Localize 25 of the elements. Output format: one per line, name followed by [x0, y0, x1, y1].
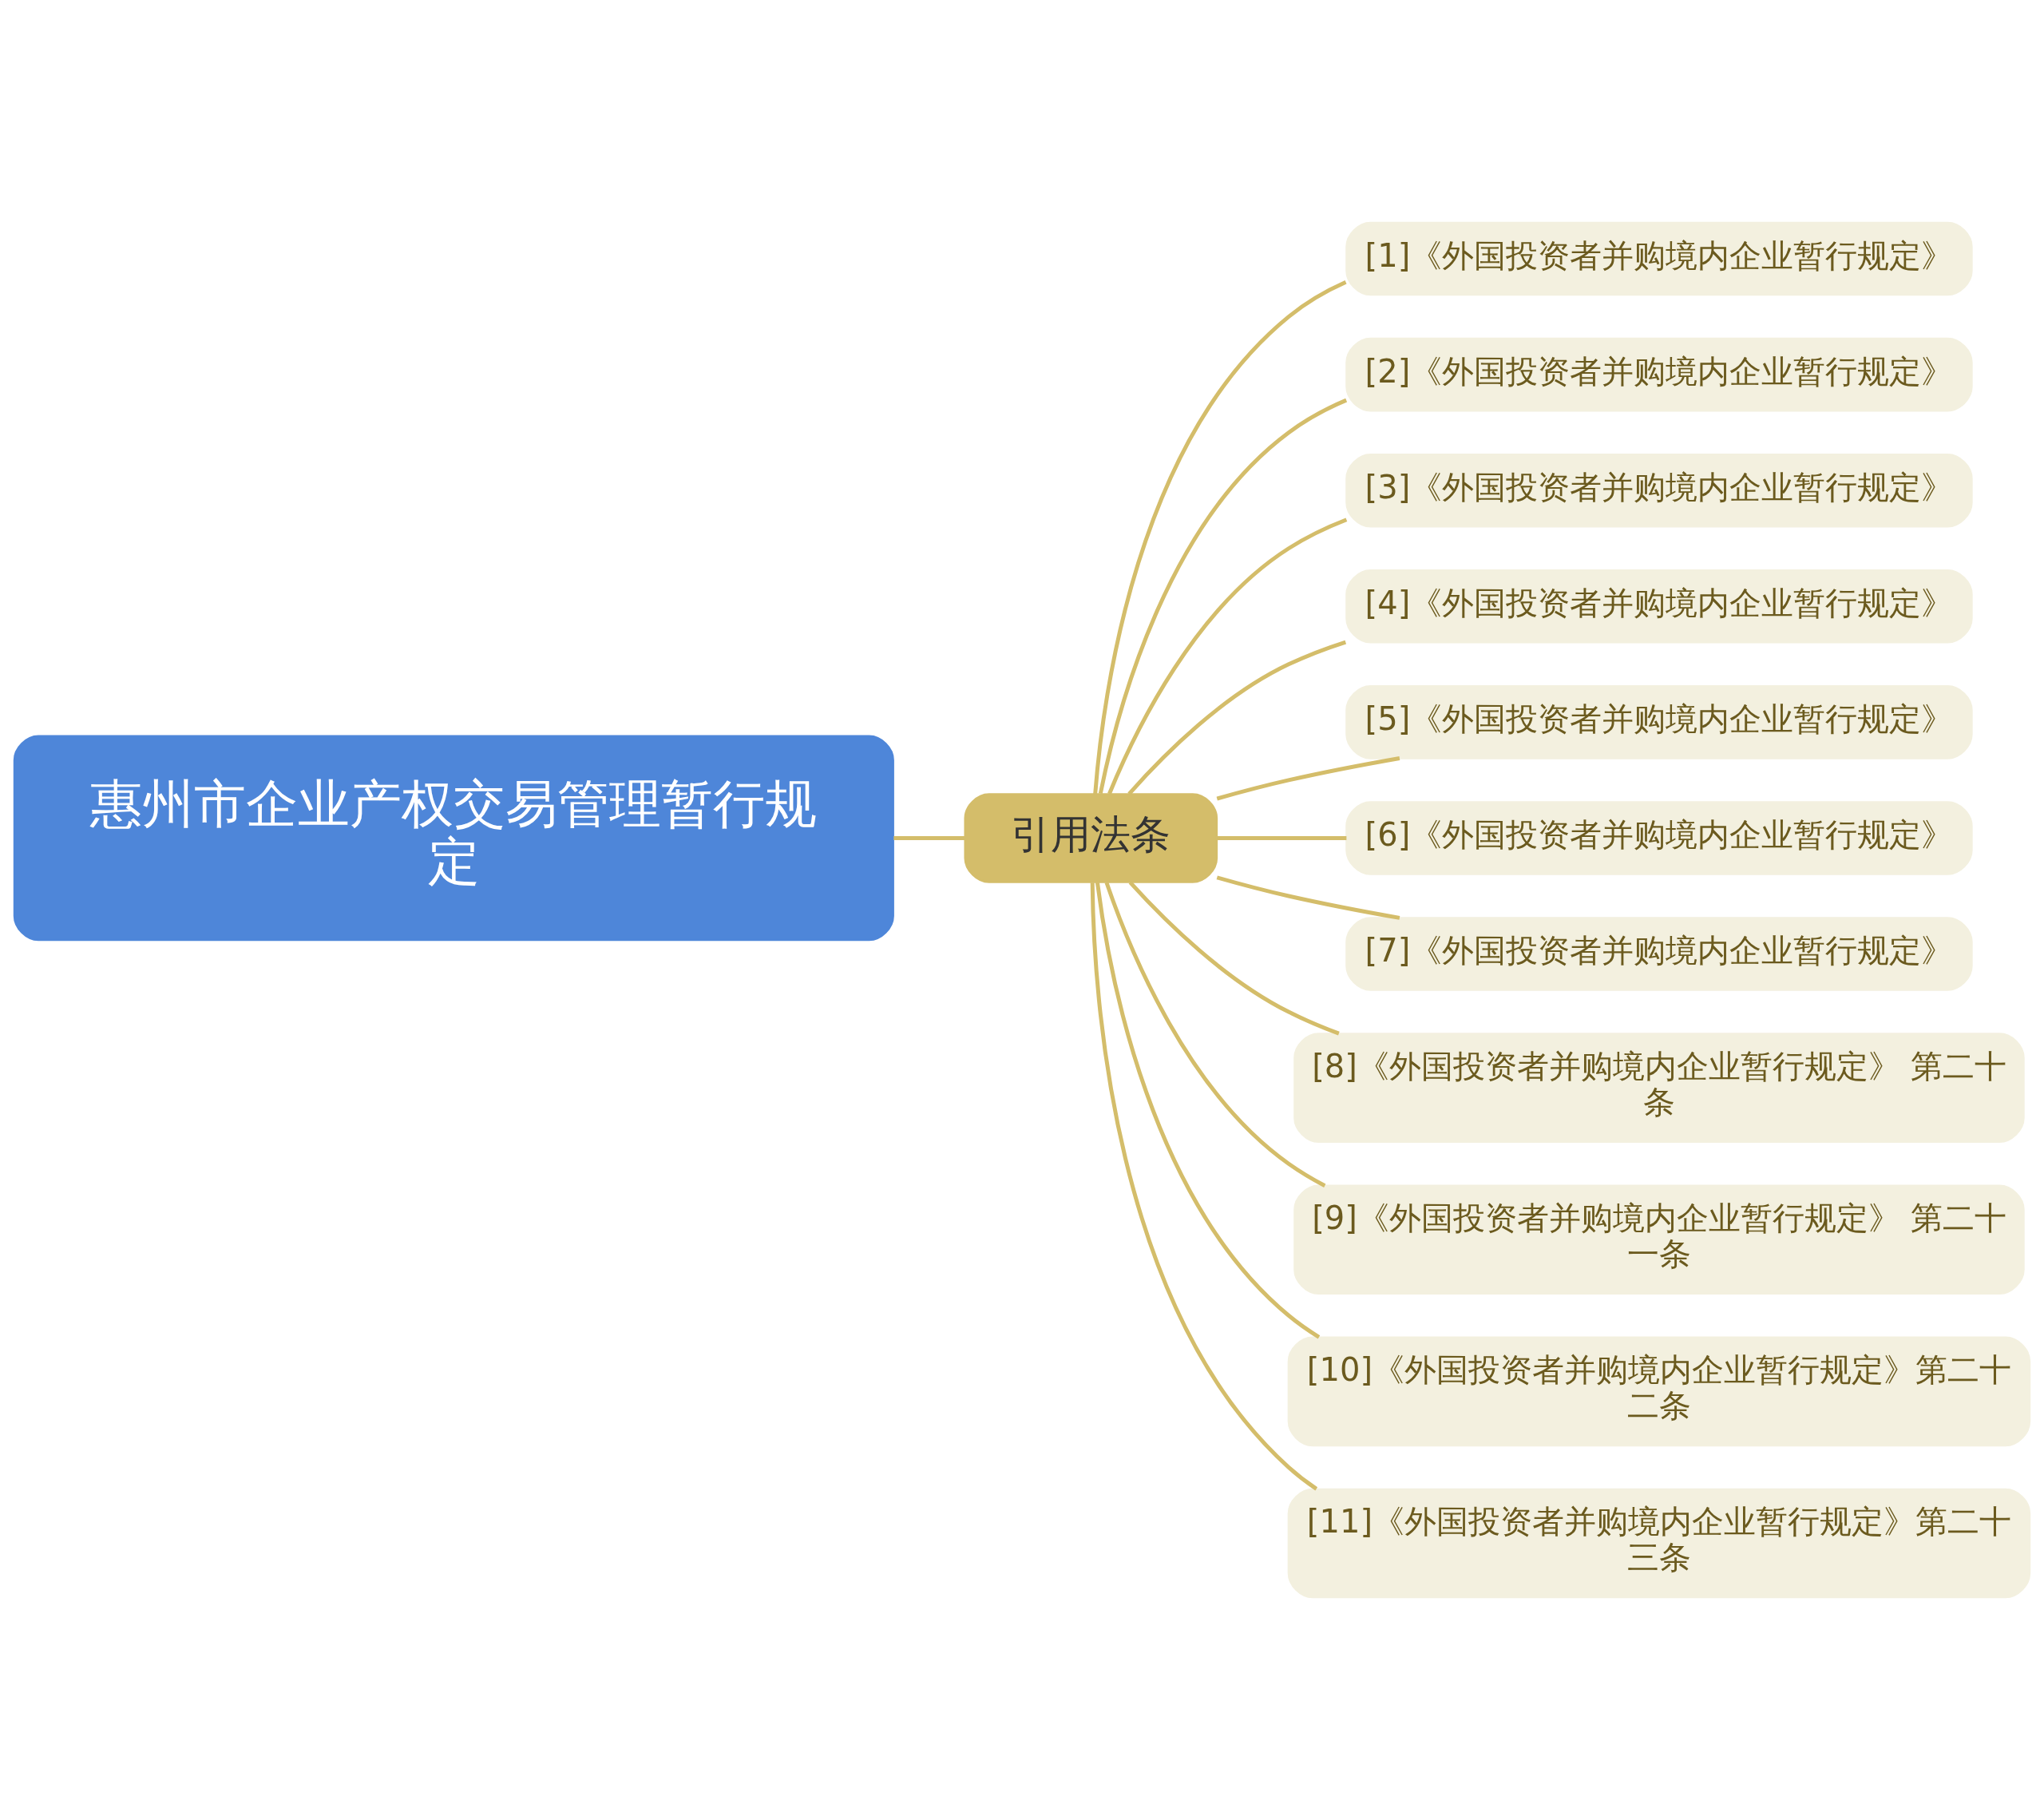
- node-box: [6]《外国投资者并购境内企业暂行规定》: [1345, 801, 1973, 875]
- connector: [1216, 875, 1400, 920]
- connector: [1090, 882, 1318, 1491]
- connector: [1093, 280, 1347, 795]
- node-box: [2]《外国投资者并购境内企业暂行规定》: [1345, 337, 1973, 412]
- connector: [1217, 835, 1347, 840]
- connector: [893, 835, 965, 840]
- connector: [1216, 756, 1400, 801]
- node-box: [9]《外国投资者并购境内企业暂行规定》 第二十一条: [1293, 1184, 2025, 1295]
- connector: [1095, 882, 1321, 1339]
- node-box: [10]《外国投资者并购境内企业暂行规定》第二十二条: [1287, 1336, 2031, 1447]
- node-box: [8]《外国投资者并购境内企业暂行规定》 第二十条: [1293, 1033, 2025, 1143]
- node-box: [7]《外国投资者并购境内企业暂行规定》: [1345, 917, 1973, 991]
- node-box: 惠州市企业产权交易管理暂行规定: [13, 735, 894, 942]
- node-box: [5]《外国投资者并购境内企业暂行规定》: [1345, 685, 1973, 759]
- node-box: [3]《外国投资者并购境内企业暂行规定》: [1345, 453, 1973, 528]
- connector: [1127, 640, 1347, 795]
- connector: [1104, 882, 1326, 1188]
- connector: [1107, 517, 1348, 795]
- connector: [1128, 881, 1340, 1036]
- node-box: [1]《外国投资者并购境内企业暂行规定》: [1345, 221, 1973, 296]
- node-box: [11]《外国投资者并购境内企业暂行规定》第二十三条: [1287, 1488, 2031, 1599]
- connector: [1098, 398, 1348, 795]
- node-box: [4]《外国投资者并购境内企业暂行规定》: [1345, 569, 1973, 644]
- node-box: 引用法条: [964, 793, 1218, 883]
